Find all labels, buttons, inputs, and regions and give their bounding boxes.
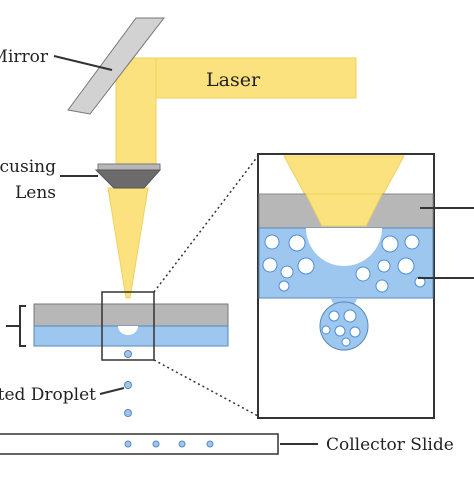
- cell: [341, 337, 351, 347]
- zoom-line-top: [153, 155, 259, 293]
- laser-label: Laser: [206, 69, 261, 91]
- cell: [397, 257, 415, 275]
- cell: [264, 234, 280, 250]
- magnified-inset: [257, 153, 435, 419]
- cell: [321, 325, 331, 335]
- lens-top-plate: [97, 163, 161, 171]
- lens-body: [94, 169, 162, 189]
- droplet: [124, 409, 132, 417]
- cell: [328, 310, 340, 322]
- donor-slide: [33, 303, 229, 347]
- collected-droplet: [152, 440, 160, 448]
- cell: [349, 326, 361, 338]
- collected-droplet: [124, 440, 132, 448]
- cell: [404, 234, 420, 250]
- laser-vertical-beam: [115, 57, 157, 169]
- cell: [375, 279, 389, 293]
- collected-droplet: [206, 440, 214, 448]
- collector-slide-label: Collector Slide: [326, 435, 454, 455]
- focusing-lens: [94, 163, 162, 189]
- mirror-leader-line: [53, 55, 113, 71]
- cell: [280, 265, 294, 279]
- cell: [334, 325, 346, 337]
- cell: [262, 257, 278, 273]
- zoom-line-bottom: [153, 359, 259, 417]
- collector-slide: [0, 433, 279, 455]
- collector-slide-body: [0, 433, 279, 455]
- droplet: [124, 350, 132, 358]
- glass-layer: [33, 303, 229, 327]
- ejected-droplet-label: Ejected Droplet: [0, 385, 96, 405]
- ejected-droplets: [124, 350, 132, 417]
- cell: [377, 259, 391, 273]
- inset-laser-in-glass: [305, 193, 383, 227]
- focusing-lens-label-line1: Focusing: [0, 157, 56, 177]
- droplet-leader-line: [99, 387, 125, 395]
- cell: [355, 266, 371, 282]
- laser-beam: [107, 57, 357, 299]
- zoom-source-box: [101, 291, 155, 361]
- slide-bracket: [6, 305, 26, 347]
- inset-cells: [262, 234, 426, 347]
- cell: [381, 235, 399, 253]
- laser-focused-cone: [107, 187, 149, 299]
- collected-droplet: [178, 440, 186, 448]
- mirror: [67, 17, 166, 115]
- cell: [278, 280, 290, 292]
- cell: [288, 234, 306, 252]
- focusing-lens-label-line2: Lens: [15, 183, 56, 203]
- cell: [343, 309, 357, 323]
- mirror-label: Mirror: [0, 47, 49, 67]
- cell: [297, 257, 315, 275]
- droplet: [124, 381, 132, 389]
- inset-bubble-cavity: [306, 228, 382, 266]
- bubble-cavity: [118, 326, 138, 335]
